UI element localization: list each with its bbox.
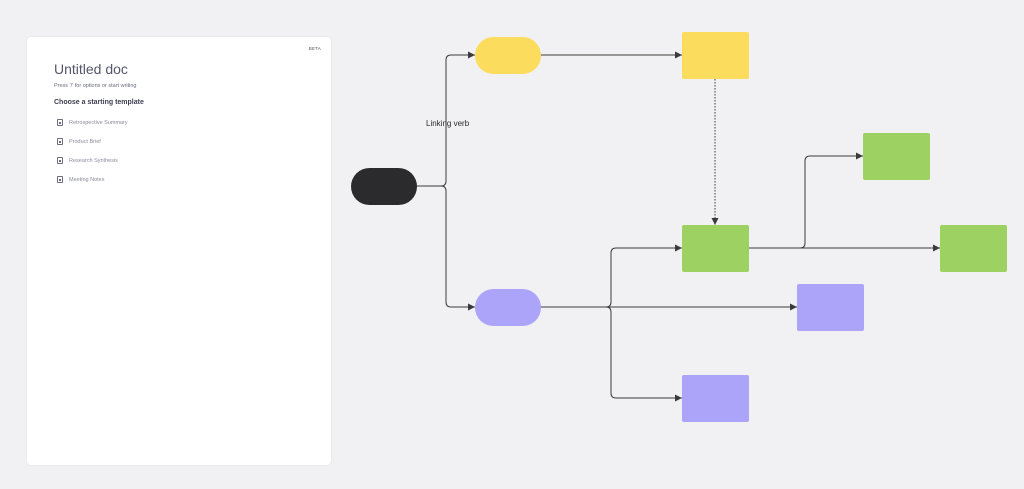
template-label: Research Synthesis (69, 157, 118, 164)
connector-purple-to-purple-bottom[interactable] (540, 306, 682, 402)
purple-box-node-right[interactable] (797, 284, 864, 331)
document-icon (57, 119, 63, 126)
connector-start-to-yellow[interactable] (416, 51, 475, 187)
purple-box-node-bottom[interactable] (682, 375, 749, 422)
green-box-node-center[interactable] (682, 225, 749, 272)
doc-title[interactable]: Untitled doc (54, 61, 128, 77)
doc-panel[interactable]: BETA Untitled doc Press '/' for options … (27, 37, 331, 465)
purple-terminal-node[interactable] (475, 289, 541, 326)
connector-label[interactable]: Linking verb (426, 119, 470, 128)
template-item-product-brief[interactable]: Product Brief (57, 132, 257, 151)
template-item-research-synthesis[interactable]: Research Synthesis (57, 151, 257, 170)
document-icon (57, 157, 63, 164)
template-item-retrospective-summary[interactable]: Retrospective Summary (57, 113, 257, 132)
template-label: Meeting Notes (69, 176, 105, 183)
connector-green-center-to-green-top[interactable] (748, 152, 863, 249)
yellow-box-node[interactable] (682, 32, 749, 79)
templates-heading: Choose a starting template (54, 99, 144, 106)
green-box-node-right[interactable] (940, 225, 1007, 272)
template-item-meeting-notes[interactable]: Meeting Notes (57, 170, 257, 189)
connector-start-to-purple[interactable] (416, 185, 475, 311)
document-icon (57, 138, 63, 145)
green-box-node-top[interactable] (863, 133, 930, 180)
template-label: Product Brief (69, 138, 101, 145)
document-icon (57, 176, 63, 183)
beta-badge: BETA (308, 46, 321, 51)
yellow-terminal-node[interactable] (475, 37, 541, 74)
start-terminal-node[interactable] (351, 168, 417, 205)
template-label: Retrospective Summary (69, 119, 128, 126)
template-list: Retrospective Summary Product Brief Rese… (57, 113, 257, 189)
doc-hint: Press '/' for options or start writing (54, 83, 137, 89)
connector-purple-to-green-center[interactable] (540, 244, 682, 308)
